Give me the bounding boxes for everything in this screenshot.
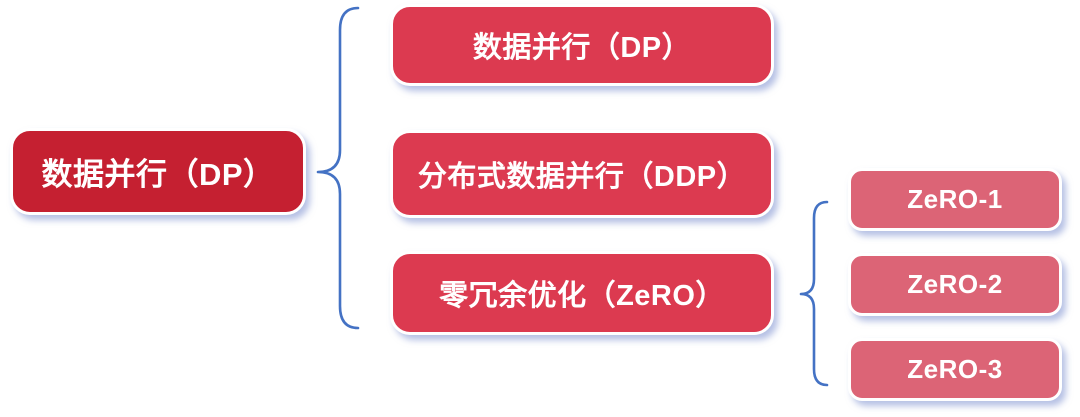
node-zero-1: ZeRO-1 (848, 168, 1062, 231)
node-data-parallel-dp-label: 数据并行（DP） (472, 32, 692, 64)
node-zero-1-label: ZeRO-1 (907, 184, 1003, 214)
node-zero-3: ZeRO-3 (848, 338, 1062, 401)
node-zero-2-label: ZeRO-2 (907, 269, 1003, 299)
node-data-parallel-dp: 数据并行（DP） (390, 4, 774, 86)
node-zero-redundancy-optimizer: 零冗余优化（ZeRO） (390, 251, 774, 335)
node-zero-2: ZeRO-2 (848, 253, 1062, 316)
node-data-parallel-root: 数据并行（DP） (10, 128, 306, 215)
node-zero-3-label: ZeRO-3 (907, 354, 1003, 384)
left-curly-brace-icon (316, 6, 360, 330)
node-distributed-data-parallel-ddp-label: 分布式数据并行（DDP） (417, 161, 747, 193)
node-zero-redundancy-optimizer-label: 零冗余优化（ZeRO） (439, 280, 725, 312)
node-data-parallel-root-label: 数据并行（DP） (41, 157, 275, 192)
right-curly-brace-icon (799, 200, 829, 387)
node-distributed-data-parallel-ddp: 分布式数据并行（DDP） (390, 130, 774, 218)
